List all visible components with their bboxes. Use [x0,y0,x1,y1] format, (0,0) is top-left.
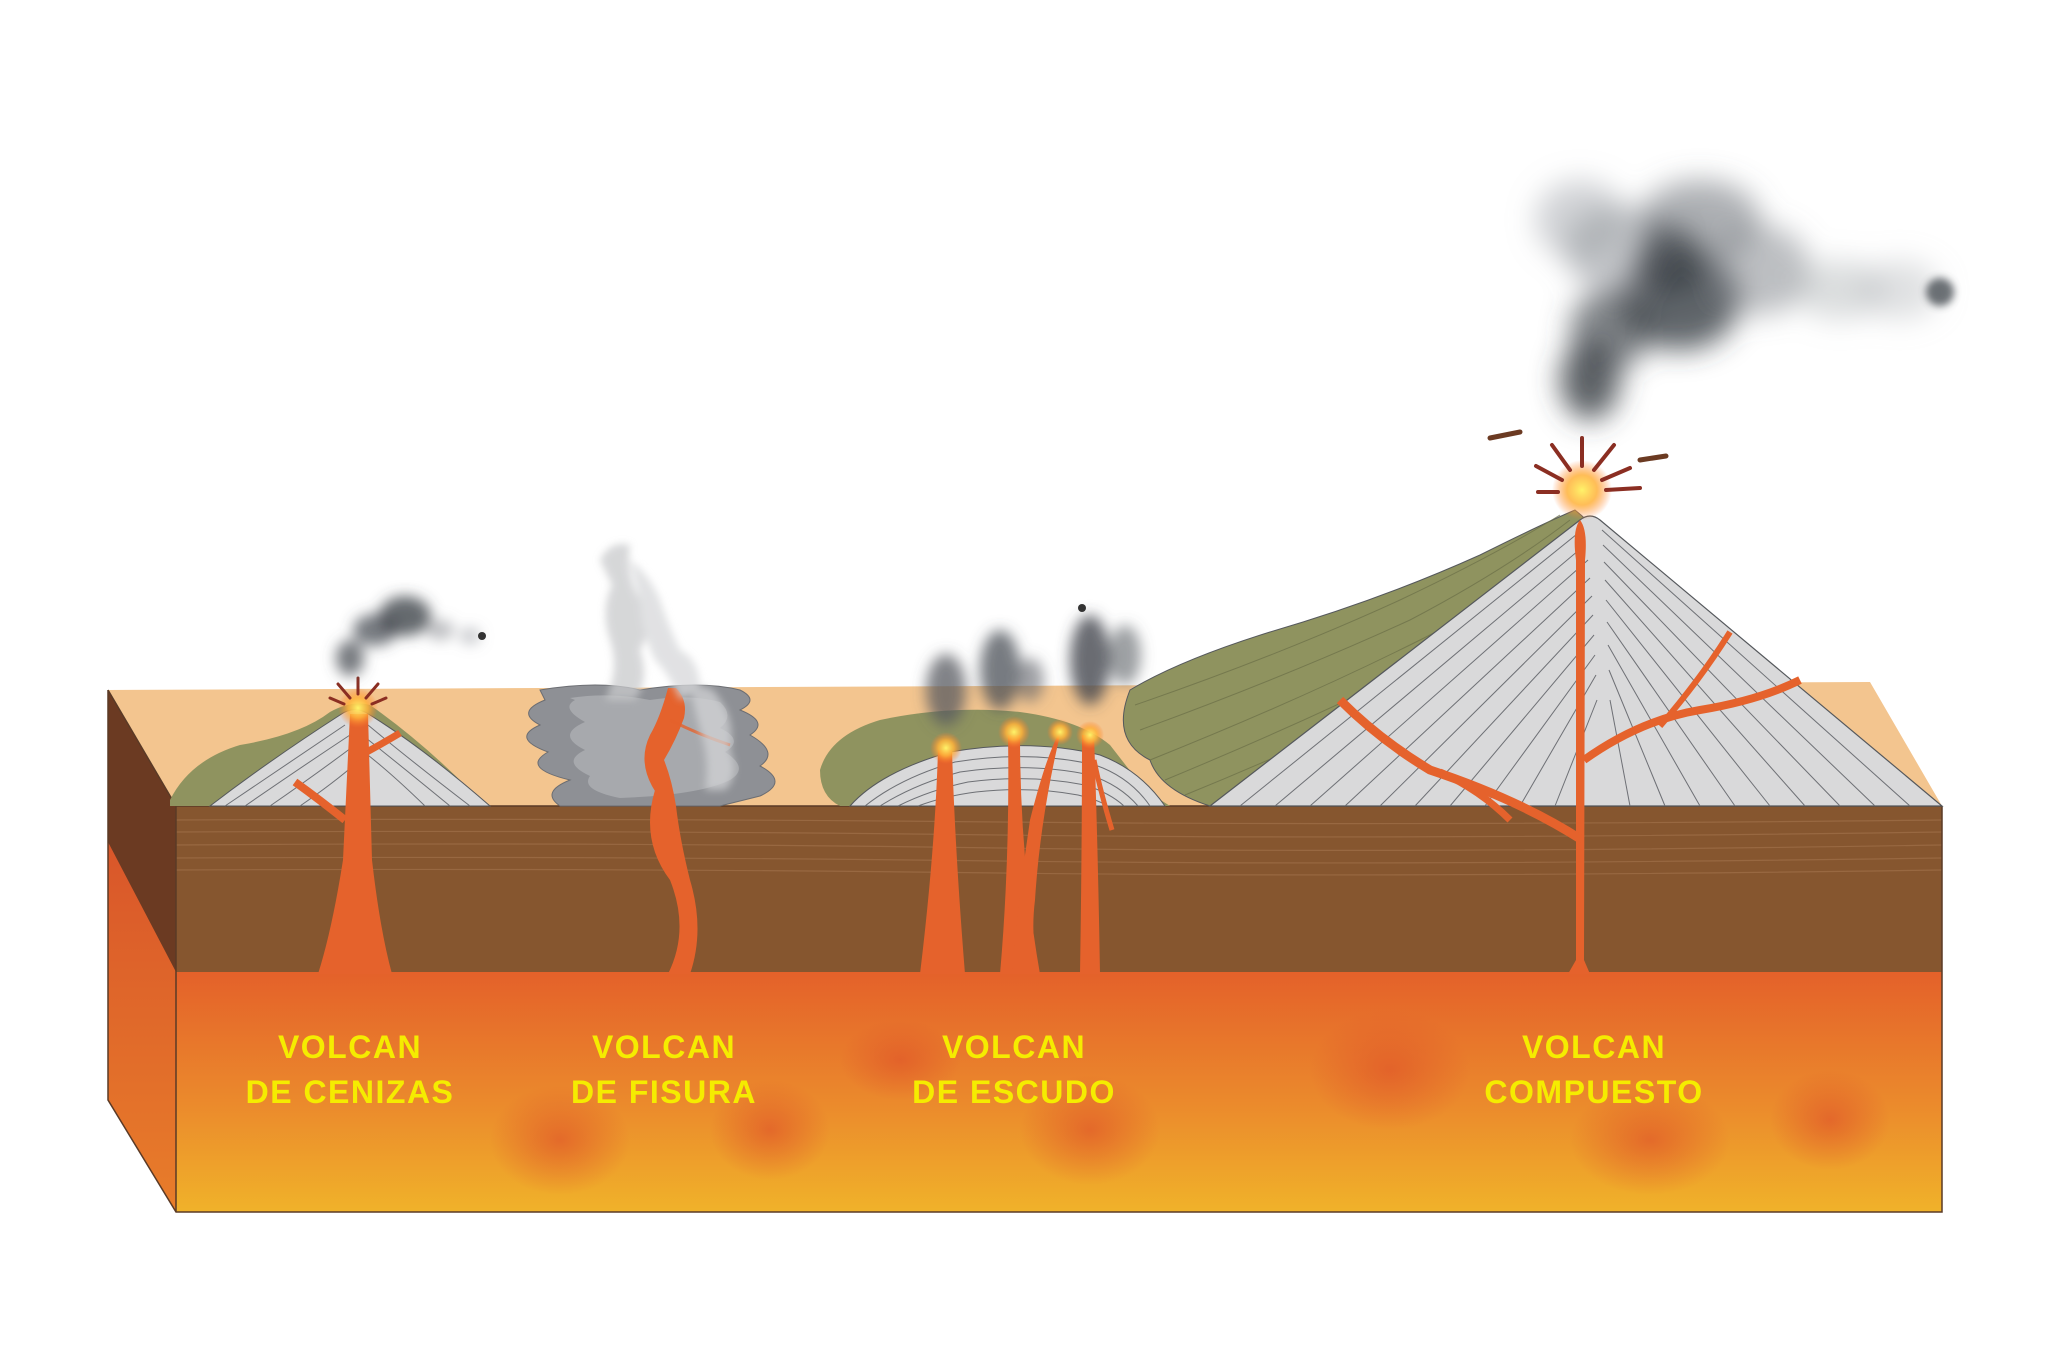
fissure-volcano-icon [526,544,776,974]
block-side-magma [108,842,176,1212]
label-composite-volcano: VOLCAN COMPUESTO [1484,1025,1703,1115]
shield-volcano-icon [820,604,1170,974]
block-side-crust [108,690,176,975]
label-composite-line2: COMPUESTO [1484,1074,1704,1110]
label-fissure-line2: DE FISURA [571,1074,757,1110]
label-cinder-line2: DE CENIZAS [245,1074,455,1110]
label-fissure-line1: VOLCAN [591,1029,737,1065]
label-shield-line1: VOLCAN [941,1029,1087,1065]
cinder-cone-volcano-icon [170,596,492,974]
label-shield-volcano: VOLCAN DE ESCUDO [912,1025,1116,1115]
crust-layer [176,806,1942,974]
crust-strata [175,818,1943,876]
ash-plume [336,596,480,676]
label-composite-line1: VOLCAN [1521,1029,1667,1065]
label-fissure-volcano: VOLCAN DE FISURA [571,1025,757,1115]
stratovolcano-icon [1122,180,1954,974]
label-shield-line2: DE ESCUDO [912,1074,1116,1110]
label-cinder-line1: VOLCAN [277,1029,423,1065]
steam-plume [600,544,734,790]
label-cinder-volcano: VOLCAN DE CENIZAS [246,1025,455,1115]
magma-texture [490,1010,1890,1195]
eruption-column [1535,180,1940,420]
shield-smoke [926,615,1141,726]
